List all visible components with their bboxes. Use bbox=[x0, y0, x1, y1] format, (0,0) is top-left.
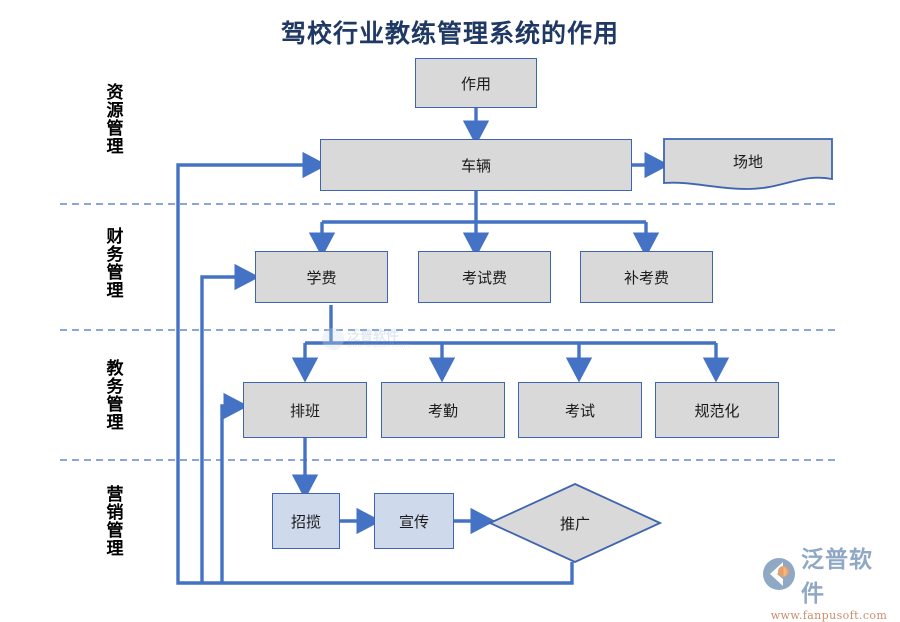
node-tuition[interactable]: 学费 bbox=[255, 251, 388, 303]
flowchart-diagram: 驾校行业教练管理系统的作用 bbox=[60, 19, 896, 622]
watermark-url: www.fanpusoft.com bbox=[347, 341, 410, 349]
fanpu-logo-name: 泛普软件 bbox=[801, 546, 873, 607]
watermark-name: 泛普软件 bbox=[347, 328, 400, 344]
node-attendance[interactable]: 考勤 bbox=[381, 382, 505, 438]
node-vehicle[interactable]: 车辆 bbox=[320, 139, 632, 191]
node-exam[interactable]: 考试 bbox=[518, 382, 642, 438]
center-watermark: 泛普软件 www.fanpusoft.com bbox=[322, 322, 452, 356]
node-recruit[interactable]: 招揽 bbox=[272, 493, 340, 549]
promote-diamond-shape bbox=[487, 483, 663, 563]
venue-document-shape bbox=[663, 138, 833, 190]
node-retake-fee[interactable]: 补考费 bbox=[580, 251, 713, 303]
node-schedule[interactable]: 排班 bbox=[243, 382, 367, 438]
band-label-resource: 资 源 管 理 bbox=[106, 83, 124, 158]
node-role[interactable]: 作用 bbox=[415, 58, 537, 108]
band-label-finance: 财 务 管 理 bbox=[106, 227, 124, 302]
node-exam-fee[interactable]: 考试费 bbox=[418, 251, 551, 303]
fanpu-logo-url: www.fanpusoft.com bbox=[770, 609, 888, 622]
watermark-logo-icon bbox=[322, 328, 344, 350]
band-label-marketing: 营 销 管 理 bbox=[106, 485, 124, 560]
band-label-academic: 教 务 管 理 bbox=[106, 359, 124, 434]
connector-promote-feedback-schedule bbox=[220, 392, 249, 583]
fanpu-logo-icon bbox=[762, 557, 796, 591]
page-title: 驾校行业教练管理系统的作用 bbox=[280, 19, 619, 48]
node-standardize[interactable]: 规范化 bbox=[655, 382, 779, 438]
node-venue[interactable]: 场地 bbox=[662, 137, 834, 193]
fanpu-logo: 泛普软件 www.fanpusoft.com bbox=[762, 540, 896, 622]
node-venue-label: 场地 bbox=[732, 152, 763, 171]
node-promote-label: 推广 bbox=[559, 514, 590, 533]
node-promote[interactable]: 推广 bbox=[487, 482, 663, 564]
node-publicize[interactable]: 宣传 bbox=[374, 493, 454, 549]
